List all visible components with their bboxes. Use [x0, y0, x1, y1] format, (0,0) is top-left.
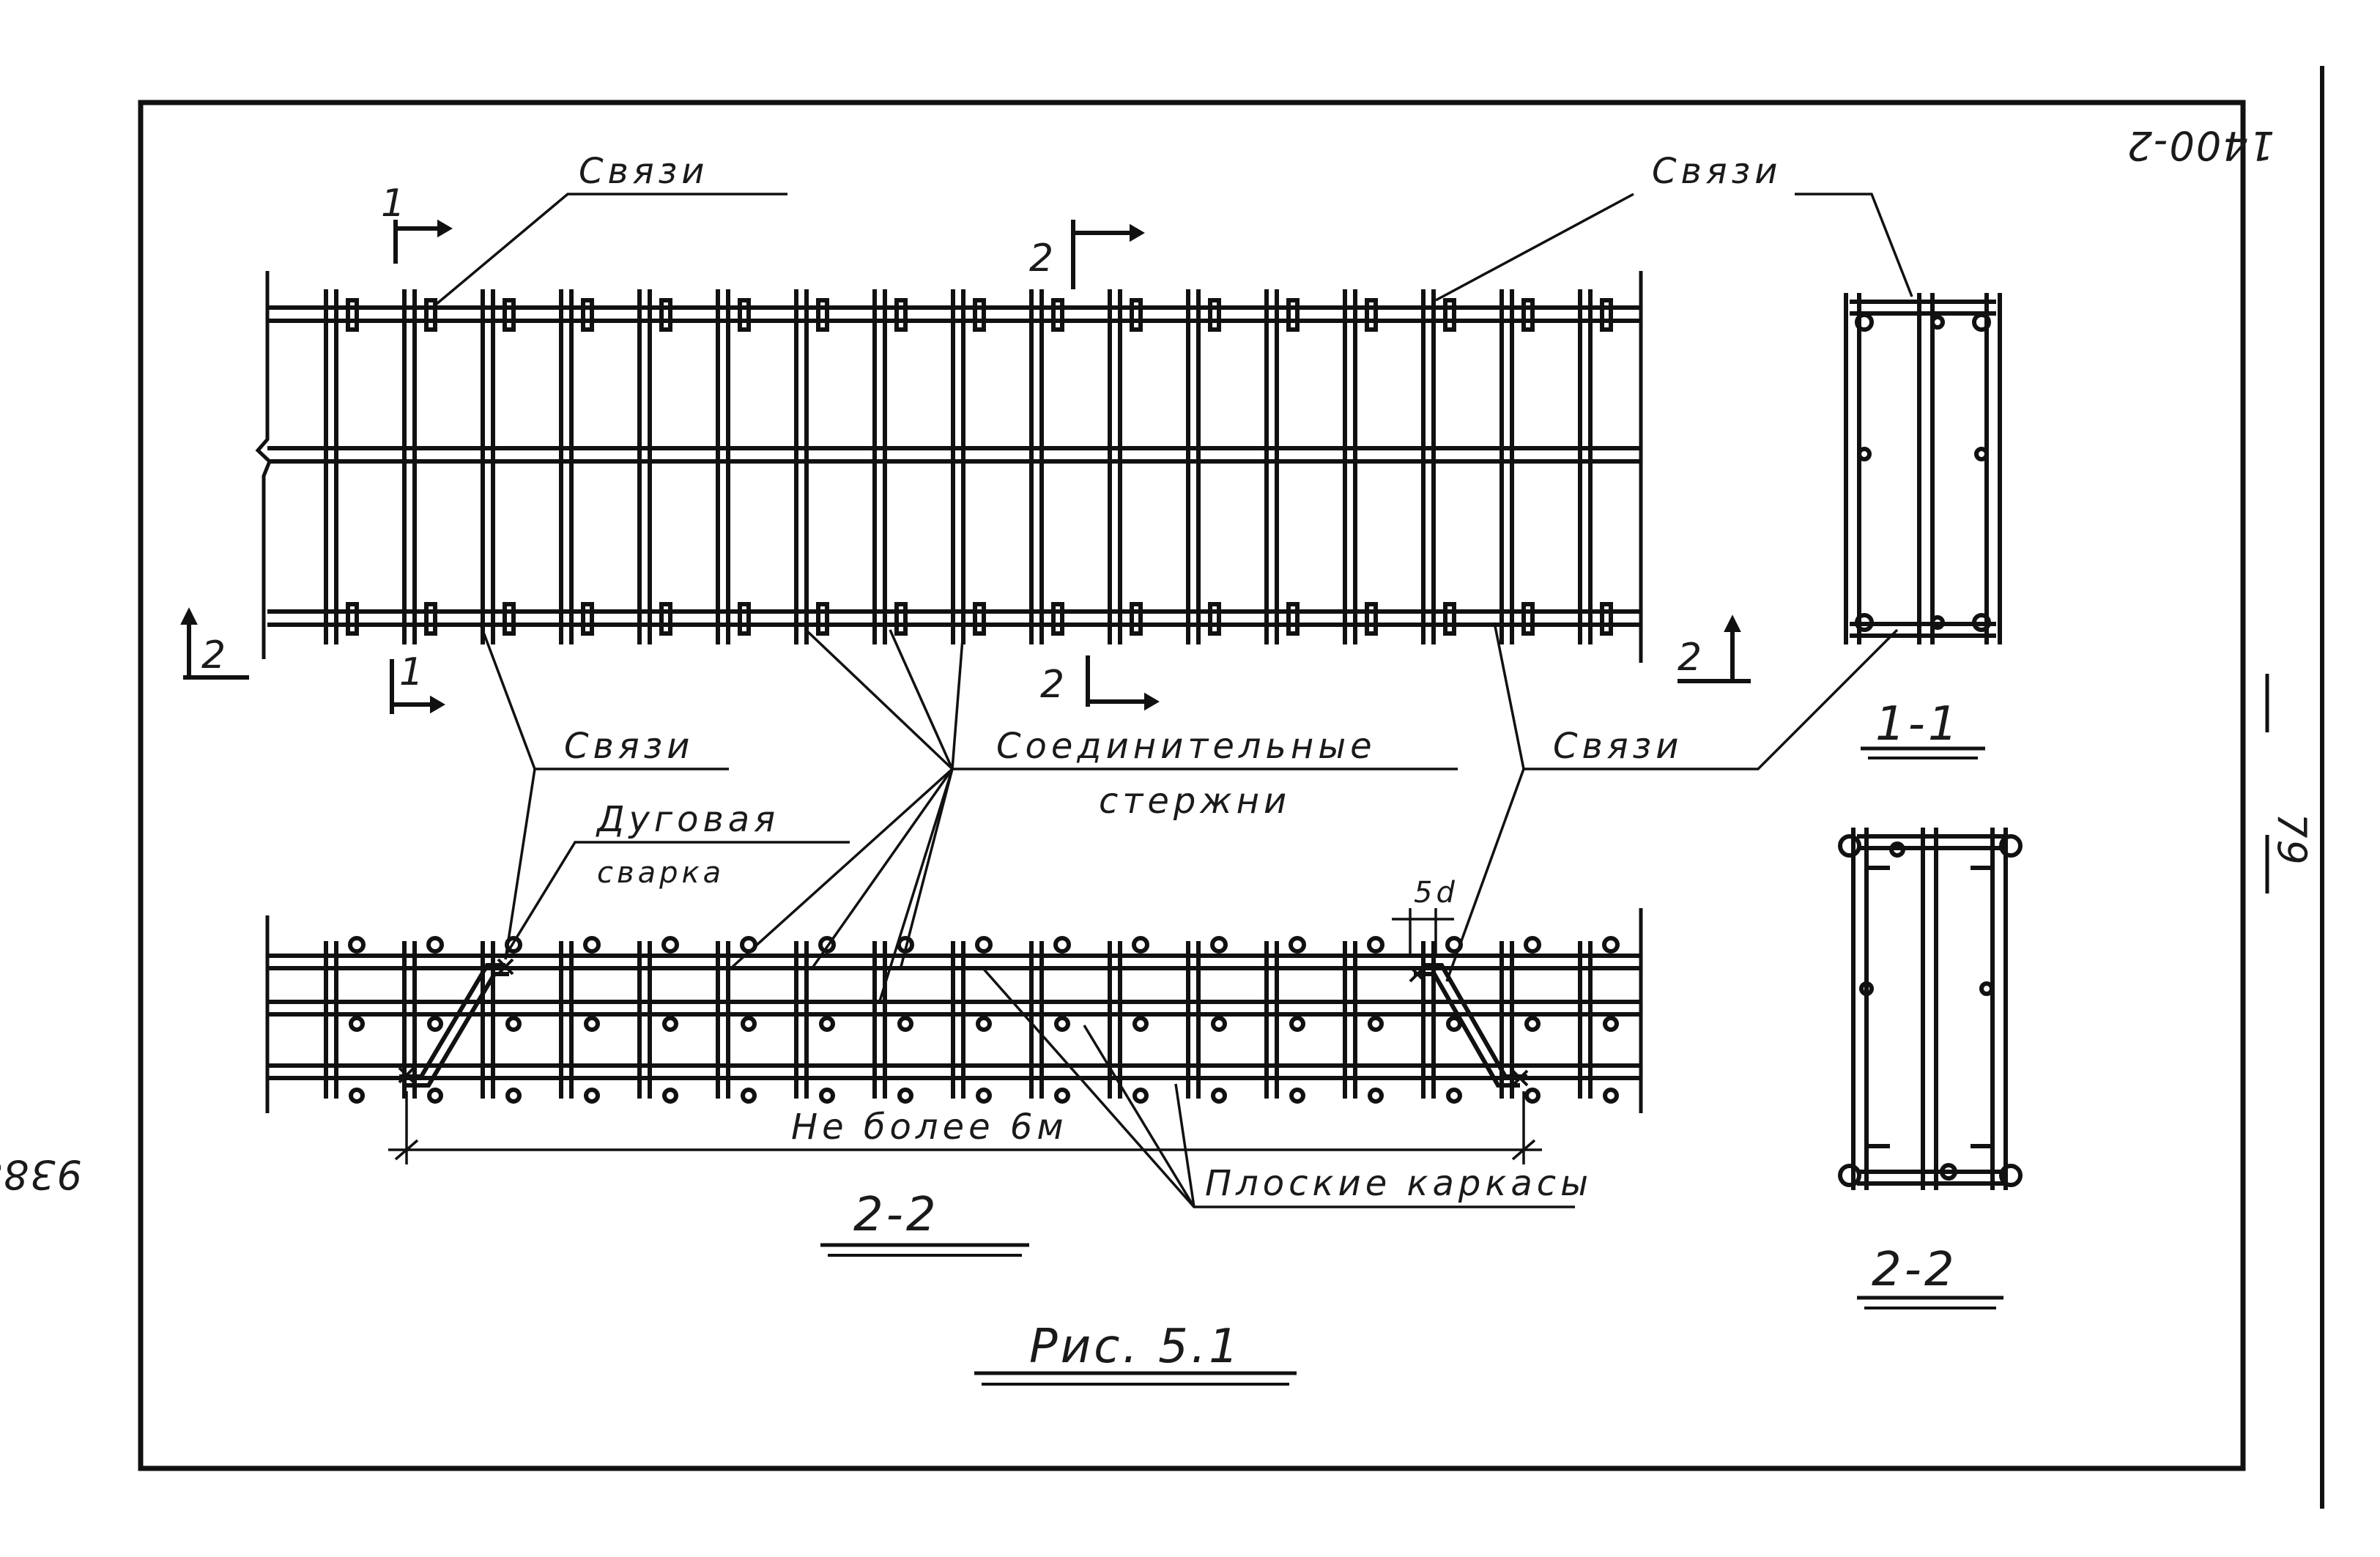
section-2-2-main-title: 2-2 — [853, 1188, 939, 1242]
label-arc-welding-line1: Дуговая — [596, 799, 779, 840]
cut-mark-2-right — [1678, 614, 1751, 683]
elev-transverse-bar — [559, 936, 601, 1104]
transverse-bar — [1108, 289, 1143, 644]
elev-transverse-bar — [1029, 936, 1071, 1104]
cut-mark-1-top-label: 1 — [381, 182, 405, 226]
cut-mark-2-top — [1071, 220, 1145, 289]
figure-caption: Рис. 5.1 — [1029, 1320, 1242, 1374]
dimension-5d — [1392, 908, 1454, 956]
elev-transverse-bar — [1578, 936, 1620, 1104]
sheet-frame — [138, 100, 2246, 1471]
transverse-bar — [1264, 289, 1300, 644]
transverse-bars — [324, 289, 1613, 644]
elev-transverse-bar — [716, 936, 757, 1104]
cut-mark-2-bottom-label: 2 — [1040, 663, 1064, 707]
cut-mark-2-top-label: 2 — [1029, 237, 1053, 280]
transverse-bar — [951, 289, 986, 644]
section-2-2-right-title: 2-2 — [1872, 1243, 1957, 1297]
transverse-bar — [637, 289, 672, 644]
label-max-length: Не более 6м — [791, 1107, 1068, 1148]
transverse-bar — [1578, 289, 1613, 644]
inclined-ties — [399, 963, 1527, 1088]
label-flat-frames: Плоские каркасы — [1205, 1163, 1593, 1204]
cut-mark-2-bottom — [1086, 655, 1160, 711]
dimension-max-length — [388, 1091, 1542, 1164]
label-ties-top-right: Связи — [1652, 151, 1782, 192]
transverse-bar — [1499, 289, 1535, 644]
label-spacing-5d: 5d — [1414, 876, 1458, 910]
transverse-bar — [1343, 289, 1378, 644]
elev-transverse-bars — [324, 936, 1620, 1104]
section-2-2-right-view — [1838, 828, 2023, 1190]
section-1-1-view — [1844, 293, 2002, 644]
cut-mark-2-right-label: 2 — [1678, 636, 1702, 680]
transverse-bar — [1029, 289, 1064, 644]
label-ties-top-left: Связи — [579, 151, 708, 192]
transverse-bar — [324, 289, 359, 644]
cut-mark-1-bottom-label: 1 — [399, 650, 423, 694]
page-number: 79 — [2269, 813, 2315, 866]
elev-transverse-bar — [794, 936, 836, 1104]
label-connecting-bars-line2: стержни — [1099, 781, 1291, 822]
leader-lines — [431, 193, 1913, 1208]
label-arc-welding-line2: сварка — [597, 856, 724, 890]
cut-mark-2-left-label: 2 — [201, 633, 226, 677]
label-ties-bottom-left: Связи — [564, 726, 694, 767]
elev-transverse-bar — [1108, 936, 1149, 1104]
transverse-bar — [794, 289, 829, 644]
transverse-bar — [872, 289, 908, 644]
elev-transverse-bar — [1343, 936, 1384, 1104]
label-connecting-bars-line1: Соединительные — [996, 726, 1376, 767]
sheet-code: 1400-2 — [2126, 122, 2275, 168]
elev-transverse-bar — [324, 936, 366, 1104]
elev-transverse-bar — [637, 936, 679, 1104]
break-line-left — [255, 271, 272, 659]
cut-mark-1-top — [393, 219, 453, 264]
section-1-1-title: 1-1 — [1875, 697, 1961, 751]
elev-transverse-bar — [1186, 936, 1228, 1104]
elev-transverse-bar — [872, 936, 914, 1104]
archive-number: 9388 08 — [0, 1151, 82, 1197]
transverse-bar — [1186, 289, 1221, 644]
elev-transverse-bar — [951, 936, 993, 1104]
elev-transverse-bar — [1264, 936, 1306, 1104]
transverse-bar — [402, 289, 437, 644]
transverse-bar — [716, 289, 751, 644]
transverse-bar — [1421, 289, 1456, 644]
label-ties-bottom-right: Связи — [1553, 726, 1683, 767]
plan-view — [255, 271, 1643, 663]
cut-mark-1-bottom — [390, 659, 445, 714]
transverse-bar — [559, 289, 594, 644]
transverse-bar — [481, 289, 516, 644]
weld-marks — [398, 958, 1529, 1087]
cut-mark-2-left — [180, 607, 249, 680]
elevation-view: 5d Не более 6м — [265, 876, 1643, 1164]
